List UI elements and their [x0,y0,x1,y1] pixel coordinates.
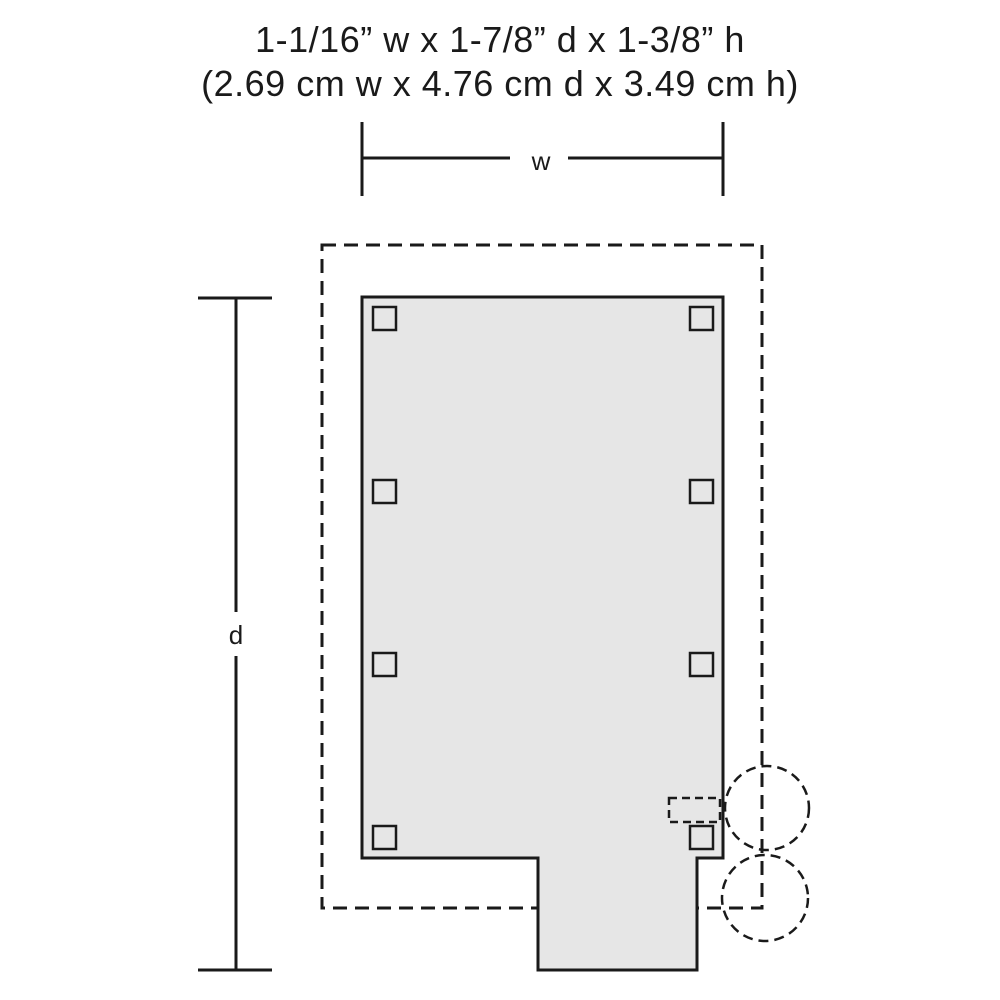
width-dimension [360,122,725,196]
depth-dimension [198,296,272,972]
post-square [688,824,715,851]
post-square [371,824,398,851]
dimensions-imperial: 1-1/16” w x 1-7/8” d x 1-3/8” h [255,19,745,60]
dashed-circle-lower [720,853,810,943]
dashed-step [667,796,722,824]
dimensions-metric: (2.69 cm w x 4.76 cm d x 3.49 cm h) [201,63,799,104]
depth-label: d [229,620,243,650]
post-square [688,651,715,678]
building-footprint [360,295,725,972]
post-square [371,305,398,332]
dashed-circle-upper [723,764,811,852]
post-markers [371,305,715,851]
post-square [688,305,715,332]
post-square [371,478,398,505]
post-square [688,478,715,505]
post-square [371,651,398,678]
width-label: w [531,146,551,176]
